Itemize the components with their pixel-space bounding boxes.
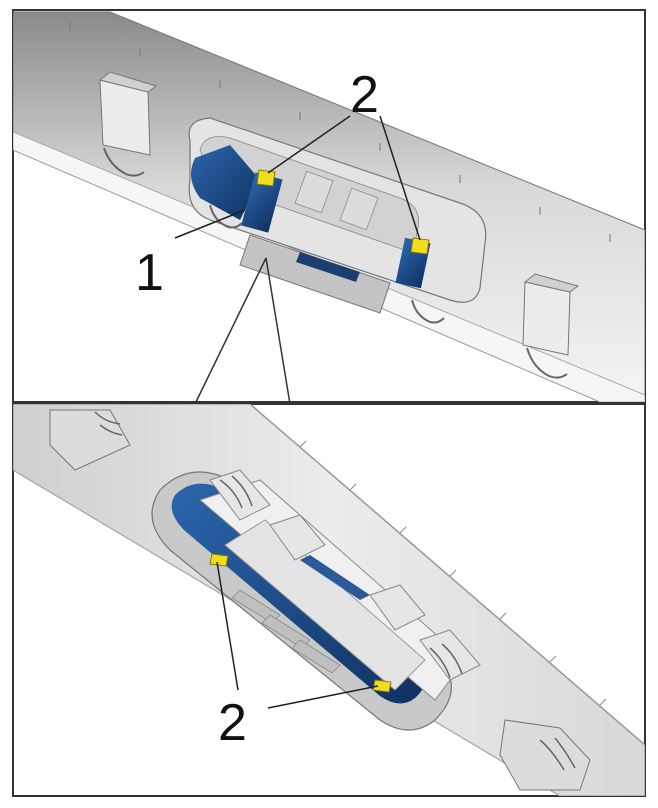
leader-line-2d (267, 685, 379, 709)
connector-body (199, 479, 466, 701)
callout-label-2-bottom: 2 (218, 694, 247, 752)
bracket-clip-right (411, 299, 445, 324)
wire-strokes-right (429, 643, 463, 679)
bracket-segments (209, 469, 481, 681)
locking-tab-top-left (256, 169, 276, 187)
zoom-projection-lines (194, 257, 291, 405)
trim-edge-ticks (69, 22, 611, 242)
locking-tab-top-right (410, 237, 430, 255)
top-detail-panel: 1 2 (12, 9, 646, 403)
connector-blue-left (191, 145, 283, 233)
callout-label-1: 1 (135, 244, 164, 302)
locking-tab-bottom-left (209, 553, 229, 567)
callout-label-2-top: 2 (350, 66, 379, 124)
bracket-clip-left (209, 204, 243, 229)
right-retaining-clip (522, 273, 580, 379)
bottom-detail-panel: 2 (12, 403, 646, 797)
wire-strokes-left (219, 475, 253, 509)
bottom-right-retaining-clip (499, 719, 591, 791)
leader-line-1 (174, 209, 246, 239)
leader-line-2a (267, 115, 351, 174)
leader-line-2b (379, 115, 421, 241)
trim-slots (231, 589, 341, 674)
leader-line-2c (216, 561, 239, 691)
left-retaining-clip (98, 71, 158, 177)
trim-edge-ticks-bottom (299, 440, 607, 706)
bottom-left-retaining-clip (49, 409, 131, 471)
